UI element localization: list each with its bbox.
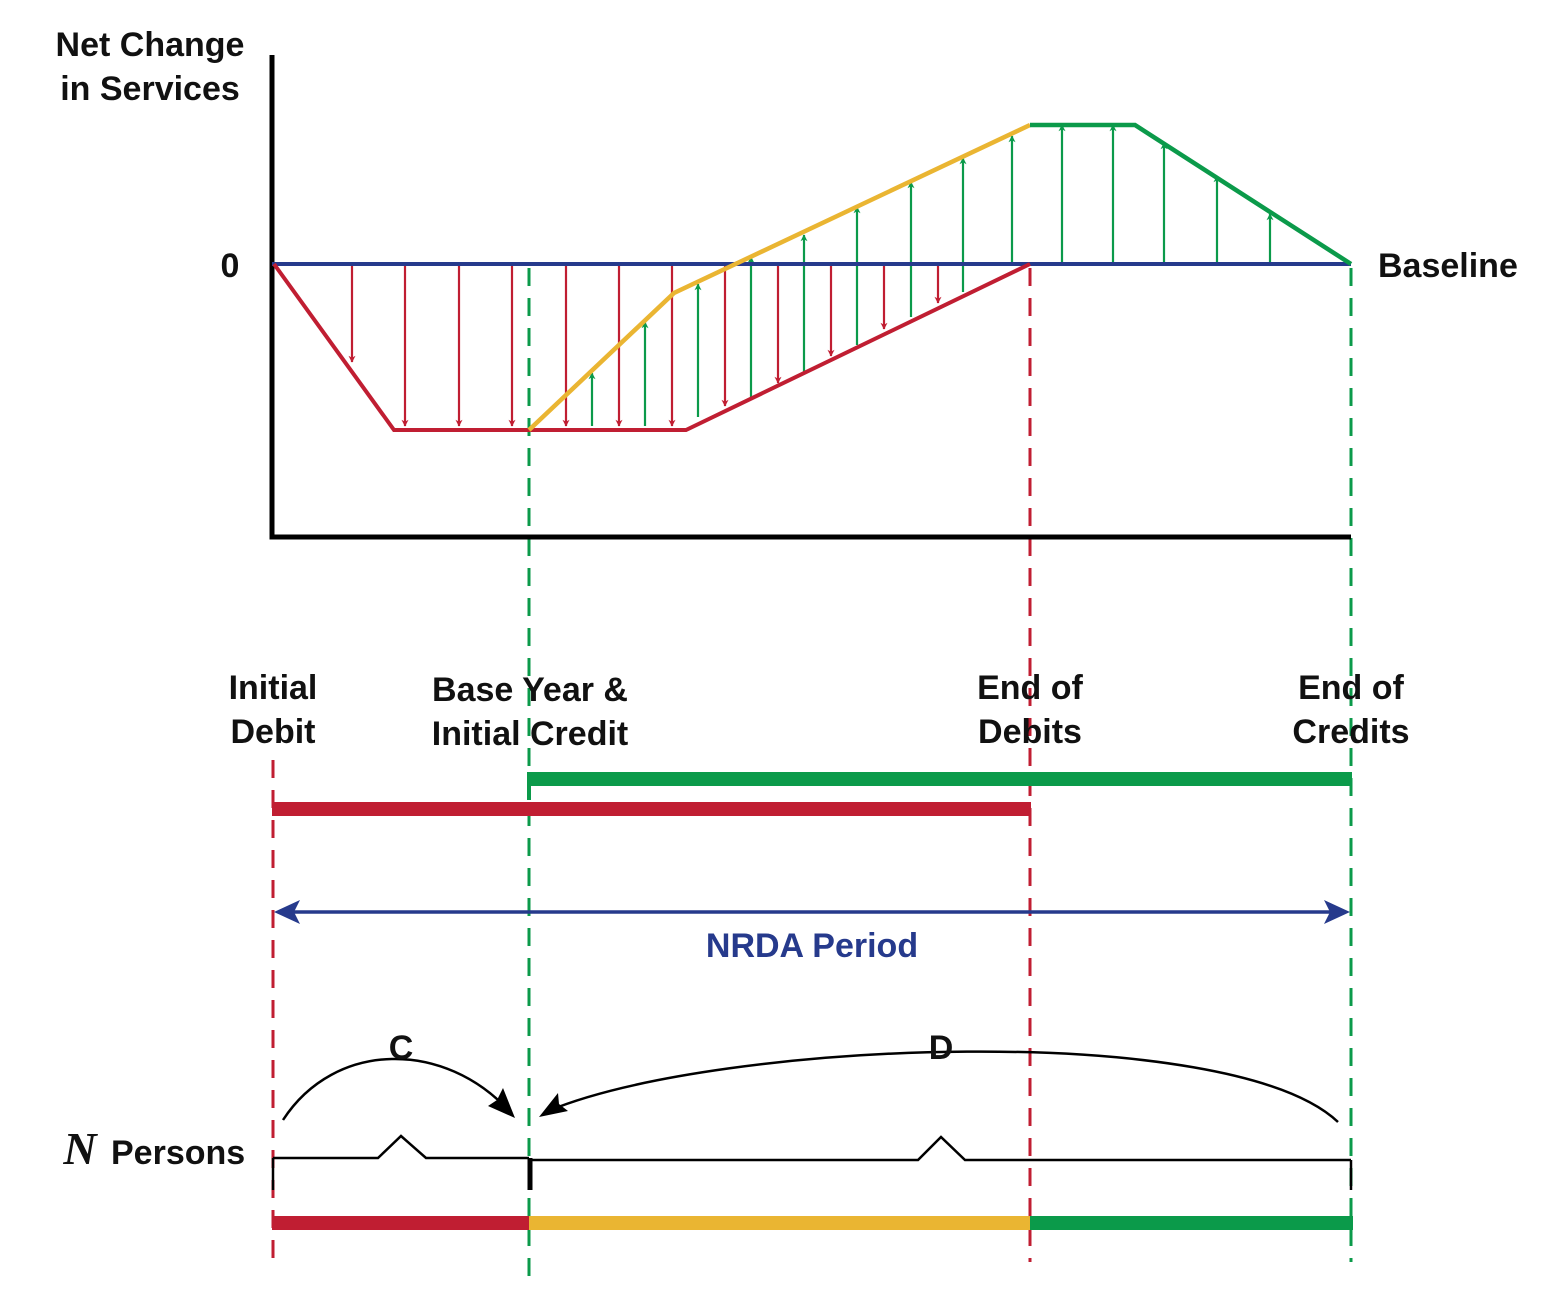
debit-curve bbox=[272, 262, 1031, 432]
persons-timeline bbox=[529, 1135, 1351, 1162]
base-year-label-line2: Initial Credit bbox=[432, 715, 628, 753]
end-credits-label-line1: End of bbox=[1298, 669, 1404, 707]
arc-d-arrowhead bbox=[539, 1093, 568, 1117]
initial-debit-label-line1: Initial bbox=[229, 669, 318, 707]
arc-c-arrowhead bbox=[488, 1088, 515, 1118]
zero-label: 0 bbox=[221, 247, 240, 285]
restoration-curve bbox=[527, 122, 1031, 432]
end-debits-label-line1: End of bbox=[977, 669, 1083, 707]
arc-d bbox=[547, 1050, 1339, 1123]
arc-d-label: D bbox=[929, 1029, 954, 1067]
debit-arrows bbox=[348, 266, 942, 427]
y-axis-label-line1: Net Change bbox=[56, 26, 245, 64]
y-axis-label-line2: in Services bbox=[60, 70, 240, 108]
credit-curve bbox=[1030, 122, 1353, 266]
credit-arrows bbox=[588, 124, 1274, 426]
initial-debit-label-line2: Debit bbox=[231, 713, 316, 751]
nrda-period-label: NRDA Period bbox=[706, 927, 918, 965]
arc-c bbox=[281, 1057, 511, 1121]
persons-label: Persons bbox=[111, 1134, 245, 1172]
end-debits-label-line2: Debits bbox=[978, 713, 1082, 751]
base-year-label-line1: Base Year & bbox=[432, 671, 628, 709]
arc-c-label: C bbox=[389, 1029, 414, 1067]
nrda-right-arrowhead bbox=[1324, 900, 1350, 924]
baseline-label: Baseline bbox=[1378, 247, 1518, 285]
nrda-left-arrowhead bbox=[274, 900, 300, 924]
n-symbol: N bbox=[62, 1123, 98, 1174]
end-credits-label-line2: Credits bbox=[1292, 713, 1409, 751]
persons-timeline bbox=[273, 1134, 529, 1160]
axes bbox=[269, 55, 1351, 540]
